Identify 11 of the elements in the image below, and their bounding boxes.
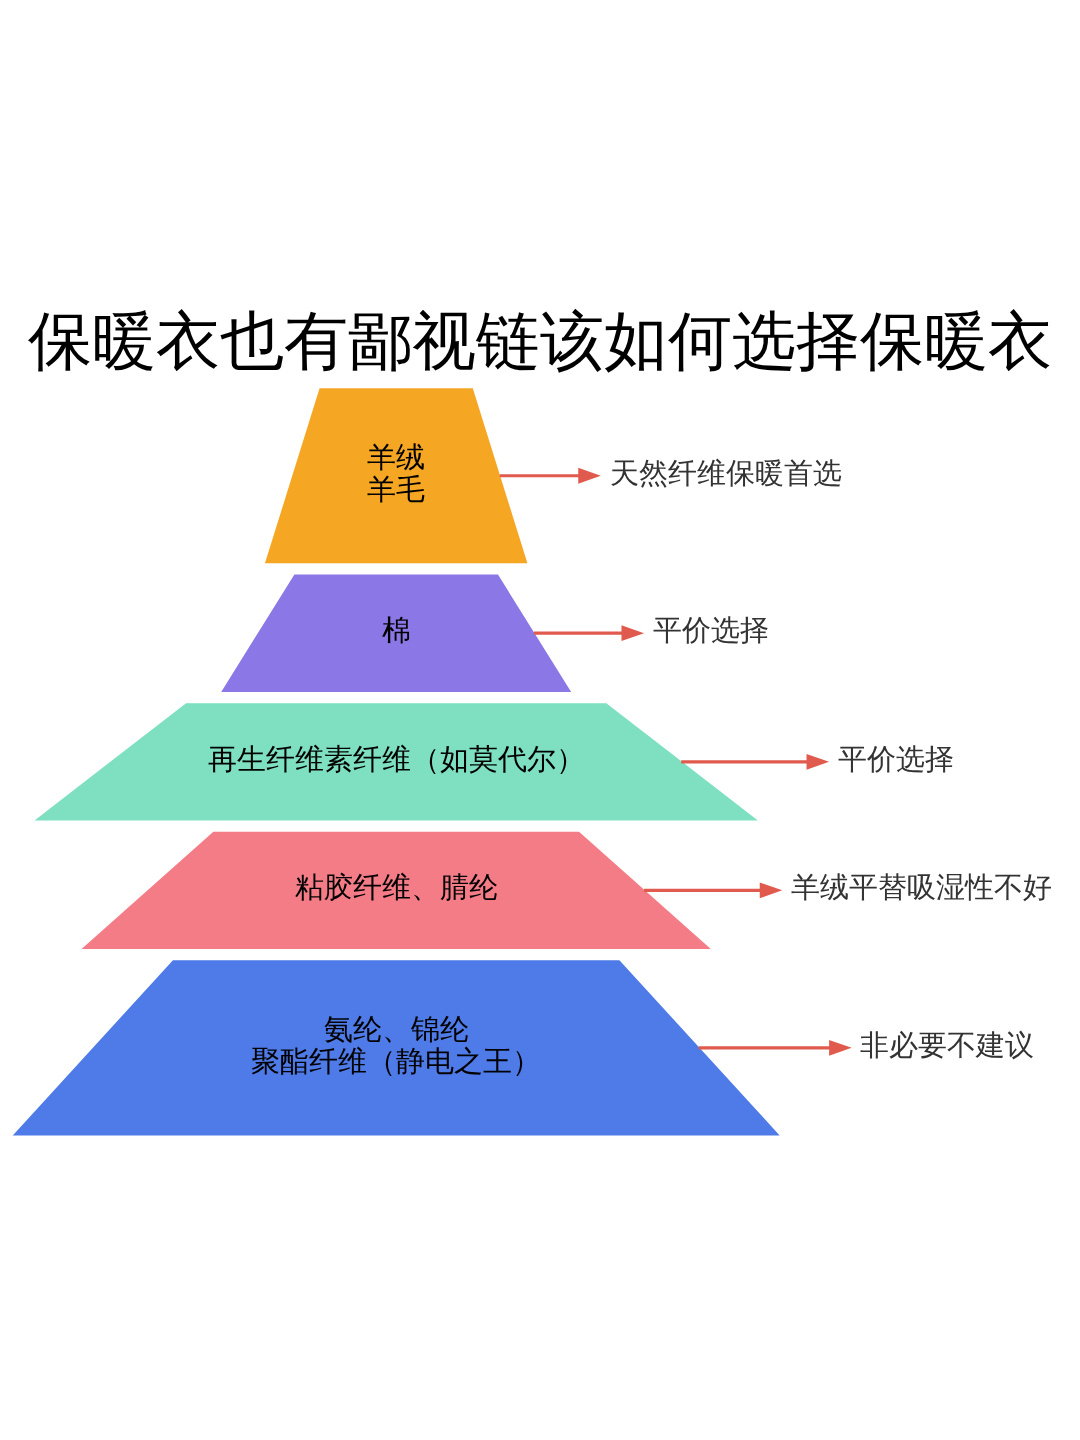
diagram-title: 保暖衣也有鄙视链该如何选择保暖衣 (28, 303, 1052, 379)
node-text: 非必要不建议 (860, 1027, 1035, 1062)
node-text: 羊绒平替吸湿性不好 (791, 870, 1053, 905)
arrow (644, 882, 783, 899)
node-text: 平价选择 (837, 741, 954, 776)
arrow (499, 467, 601, 484)
node-text: 平价选择 (653, 613, 770, 648)
arrow (533, 625, 644, 642)
node-text: 天然纤维保暖首选 (609, 455, 842, 490)
arrow (698, 1039, 852, 1056)
arrow (681, 753, 830, 770)
